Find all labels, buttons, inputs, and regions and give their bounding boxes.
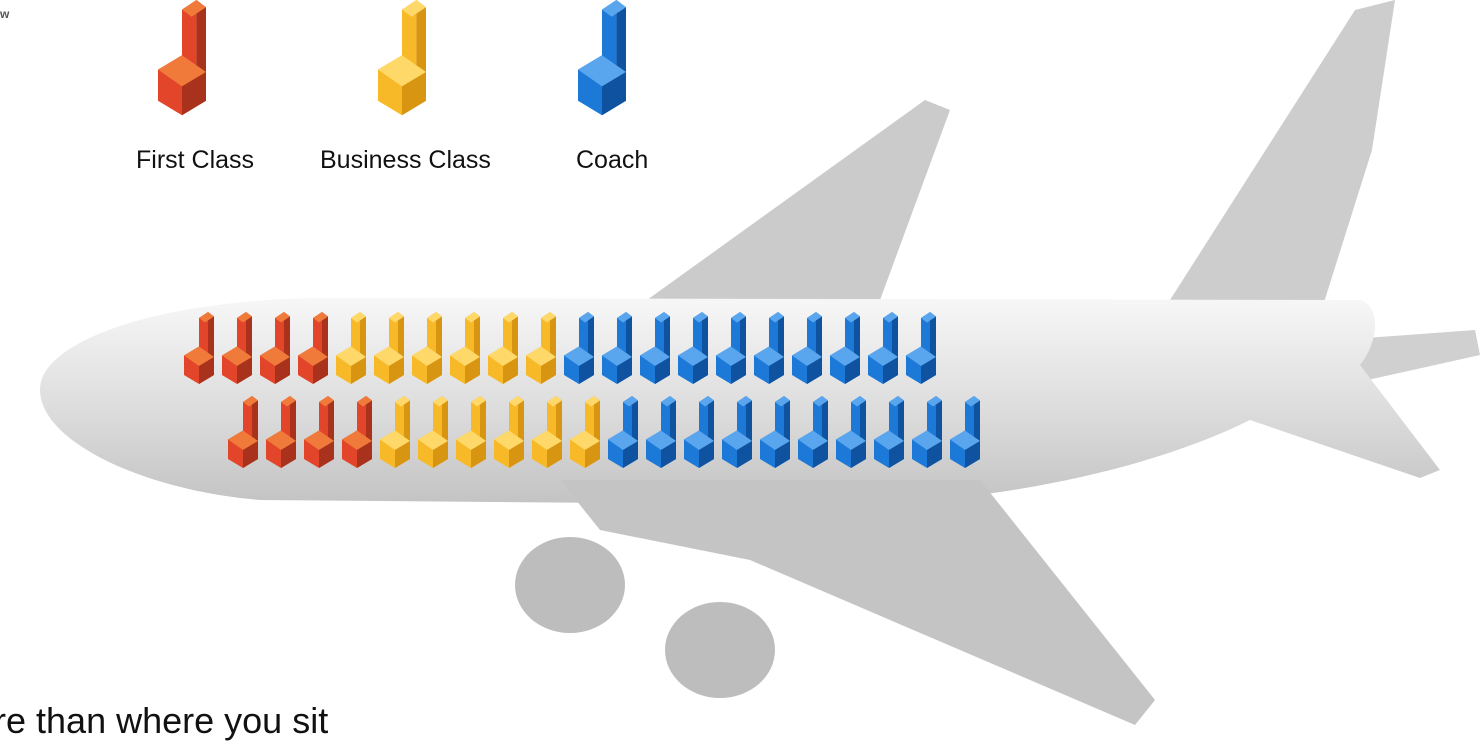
seat-bottom-coach <box>912 396 942 468</box>
corner-mark: w <box>0 7 10 21</box>
business-class-seat-icon <box>378 0 426 116</box>
tail-fin <box>1170 0 1395 315</box>
seat-top-coach <box>678 312 708 384</box>
engine-left <box>515 537 625 633</box>
seat-bottom-first <box>304 396 334 468</box>
seat-top-coach <box>754 312 784 384</box>
legend-label-business-class: Business Class <box>320 146 491 174</box>
seat-bottom-coach <box>798 396 828 468</box>
seat-bottom-business <box>418 396 448 468</box>
seat-bottom-coach <box>760 396 790 468</box>
near-wing <box>560 480 1155 725</box>
legend-label-coach: Coach <box>576 146 649 174</box>
seat-bottom-coach <box>684 396 714 468</box>
seat-bottom-business <box>570 396 600 468</box>
seat-top-coach <box>830 312 860 384</box>
far-wing <box>640 100 950 305</box>
first-class-seat-icon <box>158 0 206 116</box>
caption-text: ore than where you sit <box>0 700 329 741</box>
seat-top-coach <box>602 312 632 384</box>
seat-bottom-coach <box>874 396 904 468</box>
seat-bottom-business <box>456 396 486 468</box>
seat-bottom-coach <box>836 396 866 468</box>
seat-top-coach <box>868 312 898 384</box>
seat-top-first <box>184 312 214 384</box>
seat-top-business <box>412 312 442 384</box>
seat-top-business <box>450 312 480 384</box>
seat-top-first <box>260 312 290 384</box>
coach-seat-icon <box>578 0 626 116</box>
seat-bottom-first <box>266 396 296 468</box>
seat-top-coach <box>564 312 594 384</box>
seat-bottom-coach <box>722 396 752 468</box>
seat-bottom-business <box>494 396 524 468</box>
seat-top-coach <box>640 312 670 384</box>
seat-top-business <box>374 312 404 384</box>
seat-bottom-business <box>380 396 410 468</box>
seat-top-coach <box>792 312 822 384</box>
seat-top-first <box>222 312 252 384</box>
seat-bottom-first <box>228 396 258 468</box>
seat-top-coach <box>906 312 936 384</box>
seat-bottom-first <box>342 396 372 468</box>
seat-top-first <box>298 312 328 384</box>
seat-top-coach <box>716 312 746 384</box>
seat-bottom-coach <box>608 396 638 468</box>
seat-bottom-coach <box>646 396 676 468</box>
seat-bottom-business <box>532 396 562 468</box>
seat-top-business <box>526 312 556 384</box>
seat-top-business <box>488 312 518 384</box>
legend-label-first-class: First Class <box>136 146 255 174</box>
seat-bottom-coach <box>950 396 980 468</box>
engine-right <box>665 602 775 698</box>
seat-top-business <box>336 312 366 384</box>
